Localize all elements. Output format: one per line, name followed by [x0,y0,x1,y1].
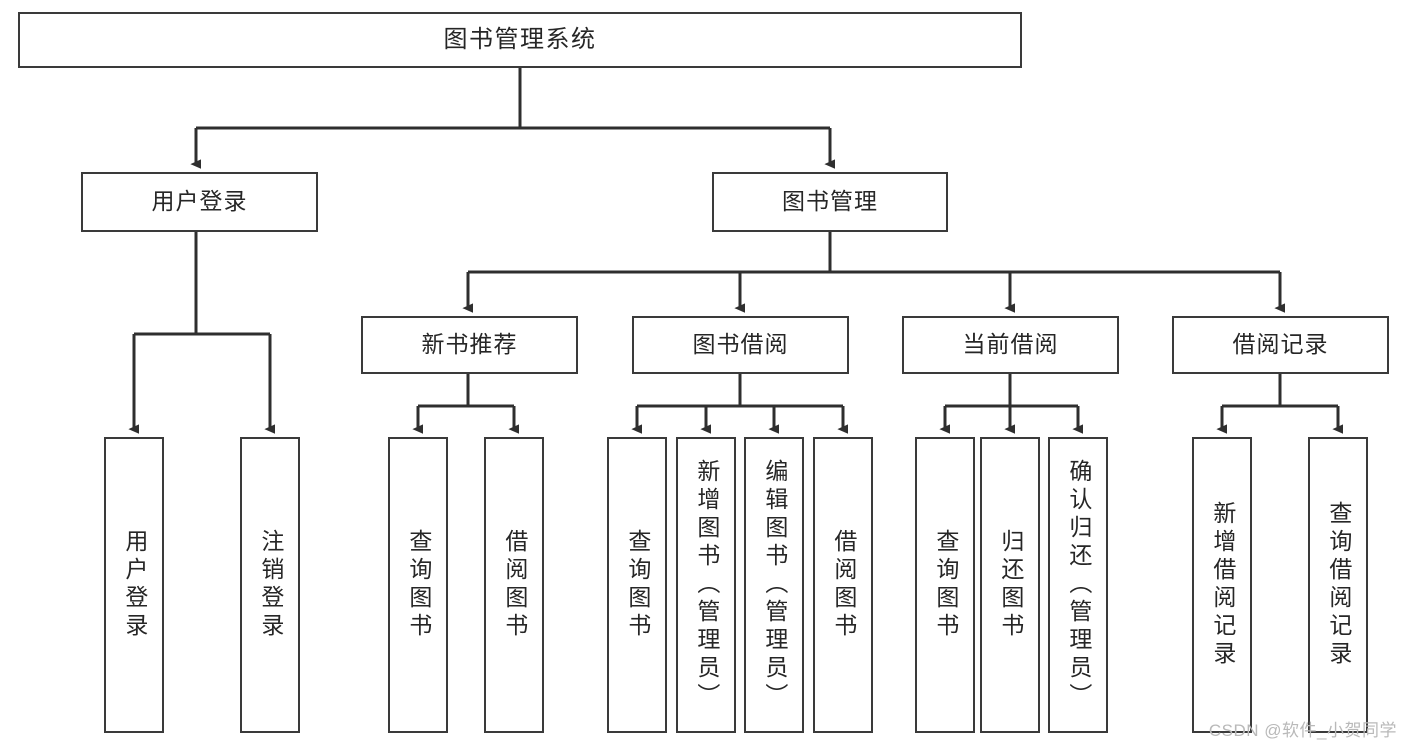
node-leaf-edit-book-admin[interactable]: 编辑图书（管理员） [744,437,804,733]
node-leaf-query-book-current-label: 查询图书 [932,529,959,641]
node-leaf-confirm-return-admin-label: 确认归还（管理员） [1065,459,1092,711]
node-leaf-borrow-book-recommend[interactable]: 借阅图书 [484,437,544,733]
node-leaf-query-borrow-record[interactable]: 查询借阅记录 [1308,437,1368,733]
node-leaf-borrow-book-label: 借阅图书 [830,529,857,641]
node-new-book-recommend[interactable]: 新书推荐 [361,316,578,374]
node-root-label: 图书管理系统 [443,25,597,53]
node-leaf-edit-book-admin-label: 编辑图书（管理员） [761,459,788,711]
node-book-borrow-label: 图书借阅 [692,331,789,358]
node-leaf-query-borrow-record-label: 查询借阅记录 [1325,501,1352,669]
node-borrow-record-label: 借阅记录 [1232,331,1329,358]
node-leaf-add-book-admin-label: 新增图书（管理员） [693,459,720,711]
node-user-login-label: 用户登录 [151,188,248,215]
node-leaf-logout[interactable]: 注销登录 [240,437,300,733]
node-leaf-add-book-admin[interactable]: 新增图书（管理员） [676,437,736,733]
node-leaf-query-book-recommend[interactable]: 查询图书 [388,437,448,733]
node-book-manage[interactable]: 图书管理 [712,172,948,232]
node-user-login[interactable]: 用户登录 [81,172,318,232]
node-leaf-query-book-current[interactable]: 查询图书 [915,437,975,733]
node-current-borrow-label: 当前借阅 [962,331,1059,358]
node-new-book-recommend-label: 新书推荐 [421,331,518,358]
node-borrow-record[interactable]: 借阅记录 [1172,316,1389,374]
node-book-borrow[interactable]: 图书借阅 [632,316,849,374]
node-leaf-logout-label: 注销登录 [257,529,284,641]
node-leaf-query-book-recommend-label: 查询图书 [405,529,432,641]
node-leaf-query-book-borrow-label: 查询图书 [624,529,651,641]
node-leaf-return-book[interactable]: 归还图书 [980,437,1040,733]
node-leaf-confirm-return-admin[interactable]: 确认归还（管理员） [1048,437,1108,733]
node-leaf-borrow-book-recommend-label: 借阅图书 [501,529,528,641]
node-leaf-add-borrow-record[interactable]: 新增借阅记录 [1192,437,1252,733]
node-root[interactable]: 图书管理系统 [18,12,1022,68]
node-leaf-query-book-borrow[interactable]: 查询图书 [607,437,667,733]
node-leaf-return-book-label: 归还图书 [997,529,1024,641]
node-leaf-borrow-book[interactable]: 借阅图书 [813,437,873,733]
node-book-manage-label: 图书管理 [782,188,878,215]
node-leaf-user-login[interactable]: 用户登录 [104,437,164,733]
node-leaf-user-login-label: 用户登录 [121,529,148,641]
node-current-borrow[interactable]: 当前借阅 [902,316,1119,374]
node-leaf-add-borrow-record-label: 新增借阅记录 [1209,501,1236,669]
watermark: CSDN @软件_小贺同学 [1208,721,1397,740]
